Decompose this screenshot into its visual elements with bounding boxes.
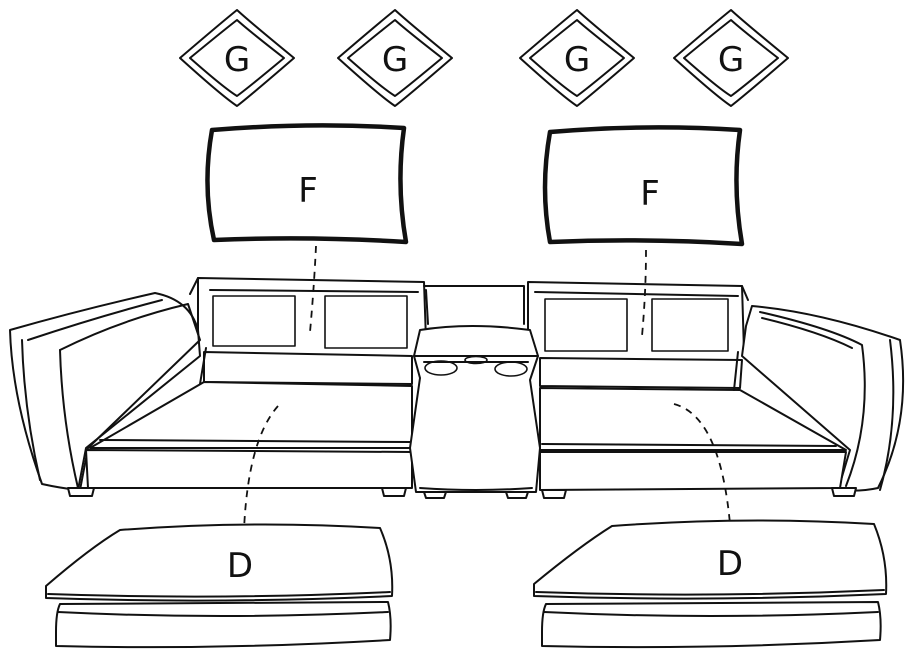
back-cushion-label: F: [298, 171, 318, 211]
back-cushion-left: F: [207, 125, 406, 242]
leader-line-left-back: [310, 246, 316, 332]
back-cushion-right: F: [545, 127, 742, 244]
seat-cushion-label: D: [227, 546, 253, 586]
throw-pillow-1: G: [180, 10, 294, 106]
throw-pillow-label: G: [564, 40, 590, 80]
throw-pillow-label: G: [718, 40, 744, 80]
throw-pillow-3: G: [520, 10, 634, 106]
throw-pillow-2: G: [338, 10, 452, 106]
seat-cushion-right: D: [534, 520, 886, 647]
sofa: [10, 278, 903, 498]
seat-cushion-label: D: [717, 544, 743, 584]
throw-pillow-label: G: [224, 40, 250, 80]
back-cushion-label: F: [640, 174, 660, 214]
throw-pillow-4: G: [674, 10, 788, 106]
seat-cushion-left: D: [46, 524, 392, 647]
throw-pillow-label: G: [382, 40, 408, 80]
leader-line-right-back: [642, 250, 646, 336]
